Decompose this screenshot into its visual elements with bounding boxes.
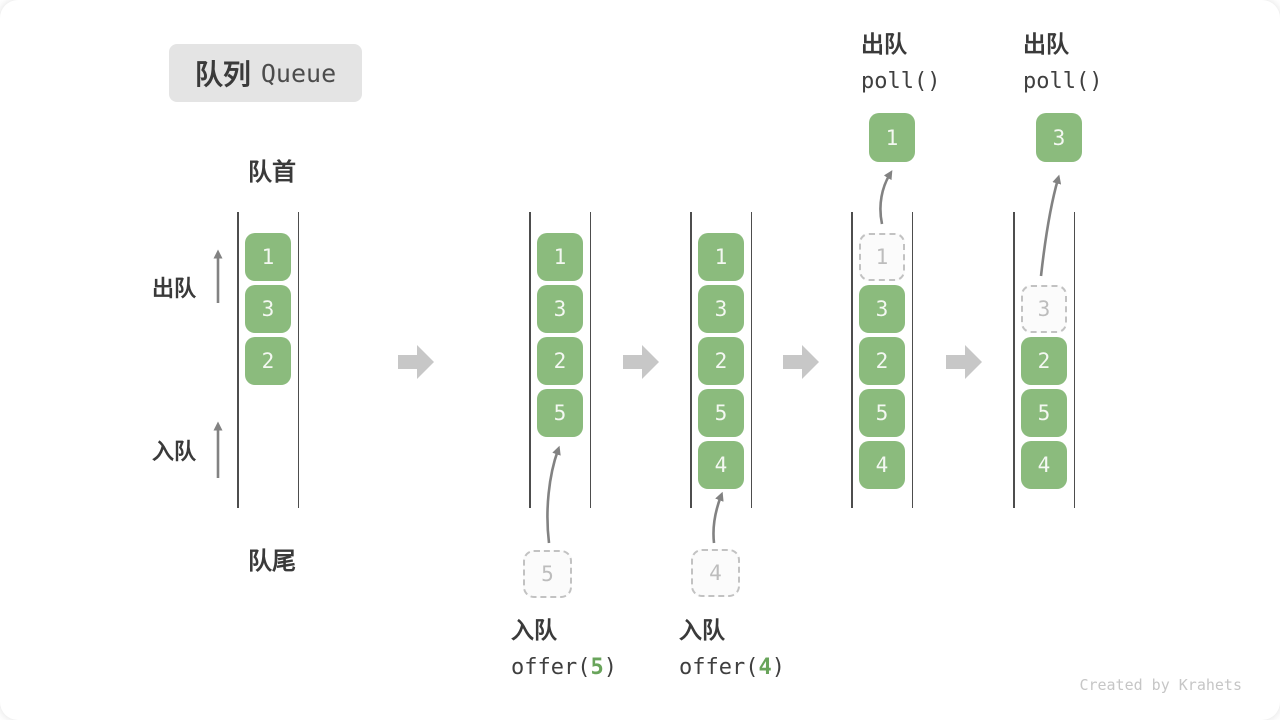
queue-wall xyxy=(1073,212,1075,508)
credit-text: Created by Krahets xyxy=(1079,676,1242,694)
queue-element: 3 xyxy=(245,285,291,333)
queue-element: 5 xyxy=(698,389,744,437)
step-arrow-icon xyxy=(946,345,982,379)
queue-element: 2 xyxy=(1021,337,1067,385)
queue-element: 2 xyxy=(537,337,583,385)
queue-element: 5 xyxy=(859,389,905,437)
op-enqueue-1: 入队 offer(5) xyxy=(511,612,617,686)
queue-element: 4 xyxy=(698,441,744,489)
queue-element: 2 xyxy=(859,337,905,385)
step-arrow-icon xyxy=(398,345,434,379)
op-label-zh: 出队 xyxy=(1023,31,1069,57)
queue-element: 4 xyxy=(1021,441,1067,489)
op-label-zh: 出队 xyxy=(861,31,907,57)
queue-wall xyxy=(529,212,531,508)
label-queue-front: 队首 xyxy=(248,159,296,186)
queue-wall xyxy=(297,212,299,508)
op-label-zh: 入队 xyxy=(511,617,557,643)
queue-element: 1 xyxy=(537,233,583,281)
op-code: offer(4) xyxy=(679,655,785,680)
label-enqueue: 入队 xyxy=(152,439,197,464)
queue-element: 5 xyxy=(1021,389,1067,437)
op-code-arg: 5 xyxy=(590,655,604,680)
queue-element: 4 xyxy=(859,441,905,489)
queue-state-5: 3 2 5 4 xyxy=(1013,212,1075,508)
queue-wall xyxy=(690,212,692,508)
queue-element: 3 xyxy=(698,285,744,333)
dequeued-value: 1 xyxy=(869,113,915,162)
title-zh: 队列 xyxy=(194,59,251,90)
queue-element: 1 xyxy=(698,233,744,281)
queue-element-removed: 3 xyxy=(1021,285,1067,333)
queue-element: 3 xyxy=(859,285,905,333)
title-badge: 队列 Queue xyxy=(169,44,362,102)
label-queue-rear: 队尾 xyxy=(248,548,296,575)
queue-element: 2 xyxy=(245,337,291,385)
queue-wall xyxy=(237,212,239,508)
queue-element: 3 xyxy=(537,285,583,333)
step-arrow-icon xyxy=(783,345,819,379)
queue-wall xyxy=(1013,212,1015,508)
queue-element: 1 xyxy=(245,233,291,281)
queue-state-3: 1 3 2 5 4 xyxy=(690,212,752,508)
step-arrow-icon xyxy=(623,345,659,379)
label-dequeue: 出队 xyxy=(152,276,197,301)
op-code: poll() xyxy=(861,69,941,94)
queue-state-4: 1 3 2 5 4 xyxy=(851,212,913,508)
queue-wall xyxy=(750,212,752,508)
queue-wall xyxy=(589,212,591,508)
op-enqueue-2: 入队 offer(4) xyxy=(679,612,785,686)
queue-state-2: 1 3 2 5 xyxy=(529,212,591,508)
op-code-arg: 4 xyxy=(758,655,772,680)
op-dequeue-2: 出队 poll() xyxy=(1023,26,1102,100)
op-code: poll() xyxy=(1023,69,1103,94)
pending-enqueue-value: 4 xyxy=(691,549,740,597)
queue-element: 5 xyxy=(537,389,583,437)
op-label-zh: 入队 xyxy=(679,617,725,643)
title-en: Queue xyxy=(260,58,337,88)
queue-wall xyxy=(851,212,853,508)
queue-element-removed: 1 xyxy=(859,233,905,281)
queue-wall xyxy=(911,212,913,508)
op-dequeue-1: 出队 poll() xyxy=(861,26,940,100)
op-code: offer(5) xyxy=(511,655,617,680)
dequeued-value: 3 xyxy=(1036,113,1082,162)
pending-enqueue-value: 5 xyxy=(523,550,572,598)
queue-element: 2 xyxy=(698,337,744,385)
queue-state-1: 1 3 2 xyxy=(237,212,299,508)
